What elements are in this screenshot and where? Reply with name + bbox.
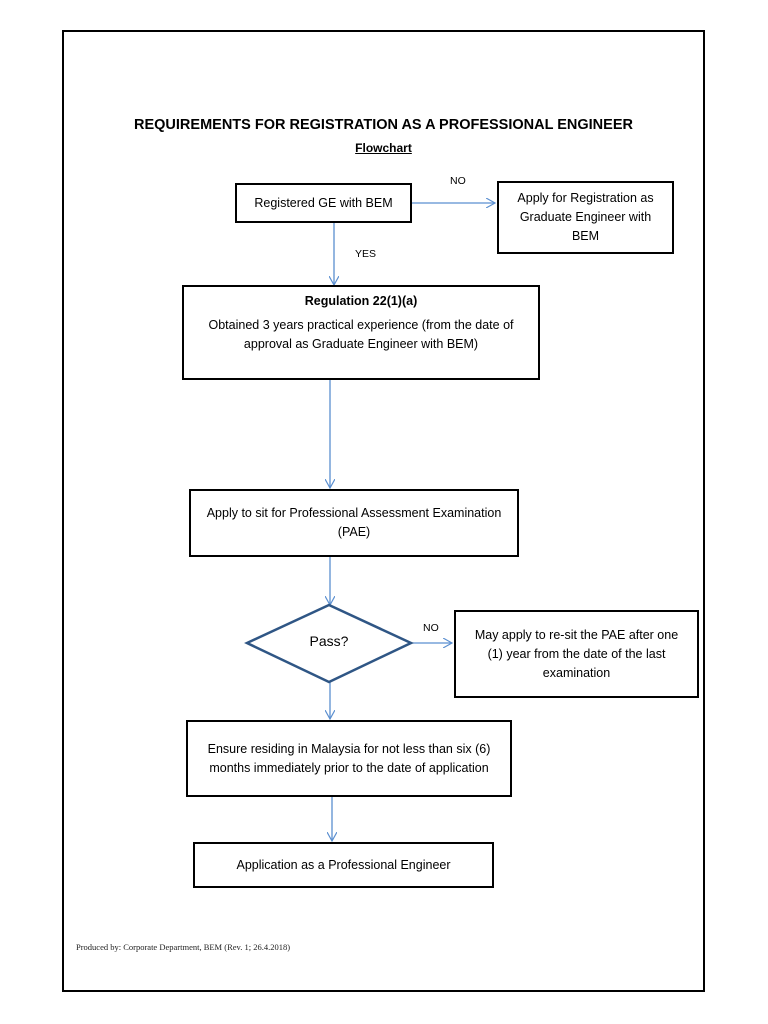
apply-pae-box: Apply to sit for Professional Assessment… [189, 489, 519, 557]
resit-pae-box: May apply to re-sit the PAE after one (1… [454, 610, 699, 698]
page-frame [62, 30, 705, 992]
residing-text: Ensure residing in Malaysia for not less… [207, 741, 491, 775]
pass-diamond [244, 603, 414, 684]
pass-decision-label: Pass? [309, 633, 349, 649]
edge-label-no-pass: NO [423, 622, 439, 634]
registered-ge-box: Registered GE with BEM [235, 183, 412, 223]
registered-ge-text: Registered GE with BEM [254, 195, 393, 210]
edge-label-no-ge: NO [450, 175, 466, 187]
resit-pae-text: May apply to re-sit the PAE after one (1… [474, 627, 679, 680]
residing-box: Ensure residing in Malaysia for not less… [186, 720, 512, 797]
page-subtitle: Flowchart [355, 141, 412, 155]
apply-ge-box: Apply for Registration as Graduate Engin… [497, 181, 674, 254]
application-pe-box: Application as a Professional Engineer [193, 842, 494, 888]
apply-pae-text: Apply to sit for Professional Assessment… [206, 506, 502, 539]
regulation-text: Obtained 3 years practical experience (f… [208, 318, 514, 351]
regulation-title: Regulation 22(1)(a) [304, 294, 418, 308]
apply-ge-text: Apply for Registration as Graduate Engin… [517, 191, 654, 243]
footer-credit: Produced by: Corporate Department, BEM (… [76, 942, 291, 952]
page-title: REQUIREMENTS FOR REGISTRATION AS A PROFE… [134, 117, 633, 133]
regulation-box: Regulation 22(1)(a) Obtained 3 years pra… [182, 285, 540, 380]
edge-label-yes: YES [355, 248, 377, 260]
application-pe-text: Application as a Professional Engineer [236, 857, 451, 872]
